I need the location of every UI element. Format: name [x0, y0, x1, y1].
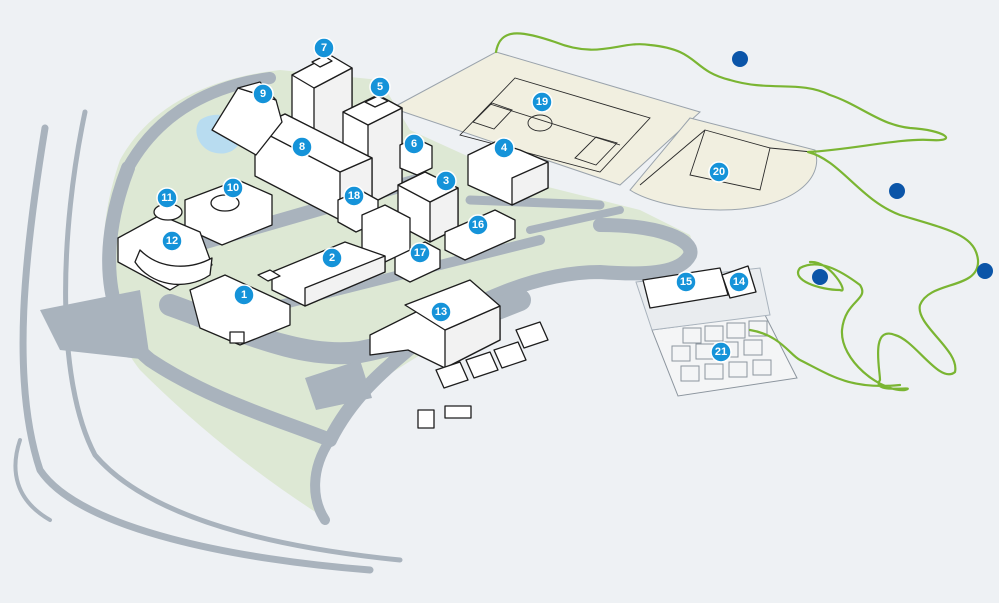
trail-stop-dot [889, 183, 905, 199]
buildings [117, 54, 757, 429]
svg-text:5: 5 [377, 81, 383, 93]
svg-text:16: 16 [472, 219, 484, 231]
highway [13, 109, 403, 574]
marker-9[interactable]: 9 [252, 83, 274, 105]
marker-19[interactable]: 19 [531, 91, 553, 113]
parking-lot [40, 290, 150, 360]
svg-text:10: 10 [227, 182, 239, 194]
marker-16[interactable]: 16 [467, 214, 489, 236]
marker-21[interactable]: 21 [710, 341, 732, 363]
marker-17[interactable]: 17 [409, 242, 431, 264]
trail-path [494, 32, 980, 392]
svg-text:7: 7 [321, 42, 327, 54]
trail-stop-dot [732, 51, 748, 67]
svg-text:21: 21 [715, 346, 727, 358]
marker-4[interactable]: 4 [493, 137, 515, 159]
trail-stop-dot [977, 263, 993, 279]
svg-text:19: 19 [536, 96, 548, 108]
trail-stop-dot [812, 269, 828, 285]
marker-1[interactable]: 1 [233, 284, 255, 306]
marker-12[interactable]: 12 [161, 230, 183, 252]
svg-text:18: 18 [348, 190, 360, 202]
marker-18[interactable]: 18 [343, 185, 365, 207]
svg-text:11: 11 [161, 192, 173, 204]
parking-lot [305, 360, 372, 410]
svg-text:15: 15 [680, 276, 692, 288]
svg-text:2: 2 [329, 252, 335, 264]
marker-20[interactable]: 20 [708, 161, 730, 183]
marker-10[interactable]: 10 [222, 177, 244, 199]
svg-text:4: 4 [501, 142, 508, 154]
marker-11[interactable]: 11 [156, 187, 178, 209]
marker-7[interactable]: 7 [313, 37, 335, 59]
marker-8[interactable]: 8 [291, 136, 313, 158]
svg-text:8: 8 [299, 141, 305, 153]
marker-3[interactable]: 3 [435, 170, 457, 192]
svg-text:3: 3 [443, 175, 449, 187]
marker-6[interactable]: 6 [403, 133, 425, 155]
building-markers: 1 2 3 4 5 6 7 8 9 10 11 12 13 14 15 16 1… [156, 37, 750, 363]
svg-text:1: 1 [241, 289, 247, 301]
marker-13[interactable]: 13 [430, 301, 452, 323]
marker-5[interactable]: 5 [369, 76, 391, 98]
marker-14[interactable]: 14 [728, 271, 750, 293]
svg-text:9: 9 [260, 88, 266, 100]
svg-text:14: 14 [733, 276, 746, 288]
soccer-field [390, 51, 701, 186]
marker-2[interactable]: 2 [321, 247, 343, 269]
svg-text:13: 13 [435, 306, 447, 318]
svg-text:6: 6 [411, 138, 417, 150]
svg-text:20: 20 [713, 166, 725, 178]
marker-15[interactable]: 15 [675, 271, 697, 293]
svg-text:12: 12 [166, 235, 178, 247]
svg-text:17: 17 [414, 247, 426, 259]
